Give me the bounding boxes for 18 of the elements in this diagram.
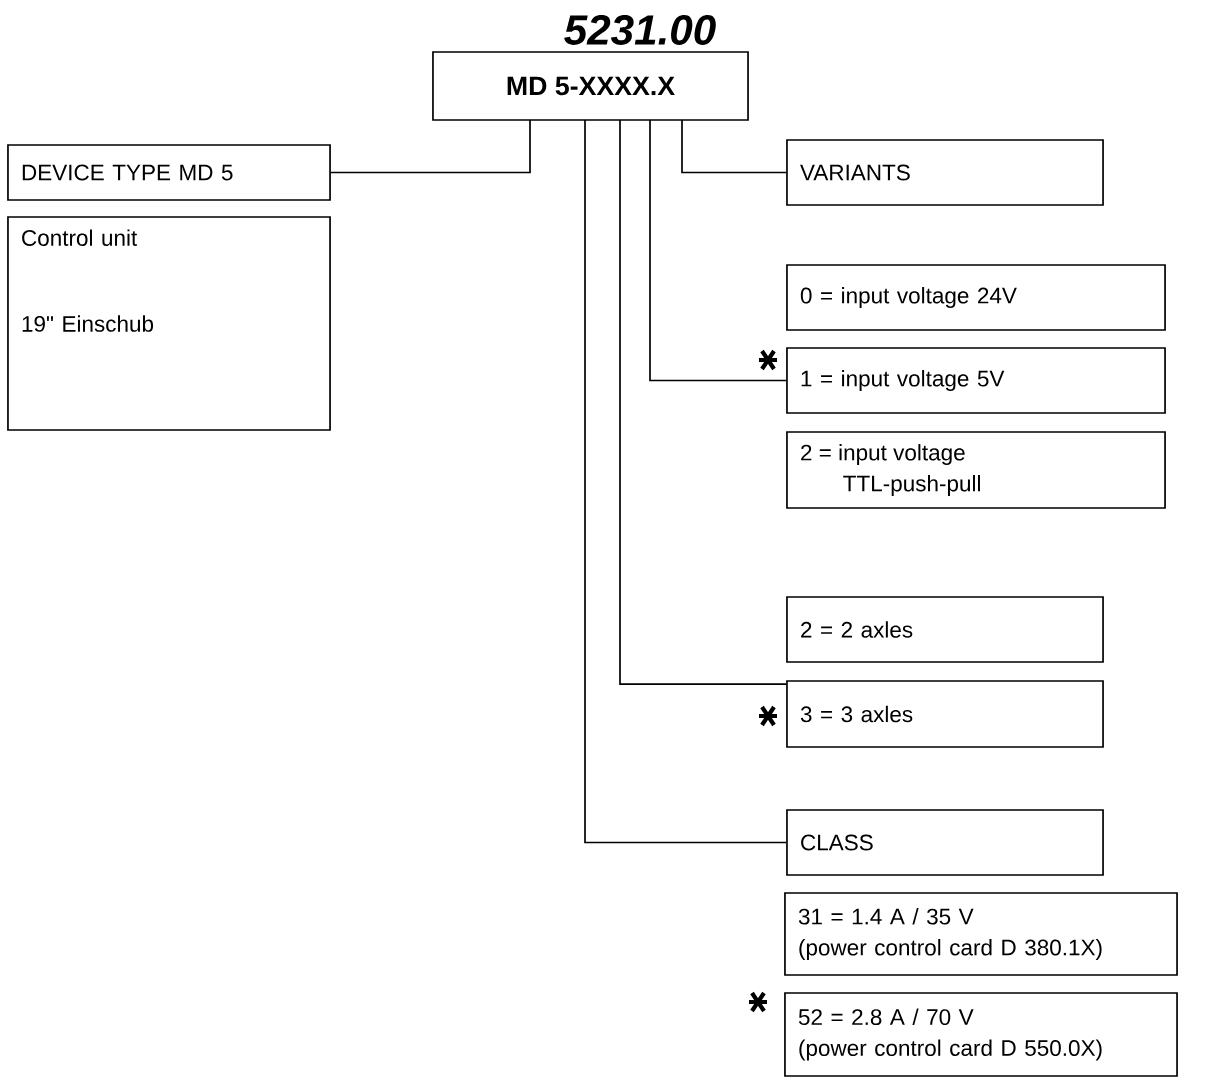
option-box: Control unit 19" Einschub <box>7 216 331 431</box>
connector-line <box>330 119 531 174</box>
connector-line <box>649 119 787 382</box>
option-box: VARIANTS <box>786 139 1104 206</box>
handwritten-number: 5231.00 <box>564 15 716 45</box>
option-box: 2 = 2 axles <box>786 596 1104 663</box>
option-box: 3 = 3 axles <box>786 680 1104 748</box>
option-box: 0 = input voltage 24V <box>786 264 1166 331</box>
option-box: DEVICE TYPE MD 5 <box>7 144 331 201</box>
option-box: 2 = input voltage TTL-push-pull <box>786 431 1166 509</box>
option-box: 52 = 2.8 A / 70 V (power control card D 550.0X) <box>784 992 1178 1077</box>
connector-line <box>584 119 787 844</box>
option-box: 1 = input voltage 5V <box>786 347 1166 414</box>
option-box: CLASS <box>786 809 1104 876</box>
option-box: 31 = 1.4 A / 35 V (power control card D 380.1X) <box>784 892 1178 976</box>
connector-line <box>681 119 787 174</box>
connector-line <box>619 119 787 685</box>
title-box: MD 5-XXXX.X <box>432 51 749 121</box>
